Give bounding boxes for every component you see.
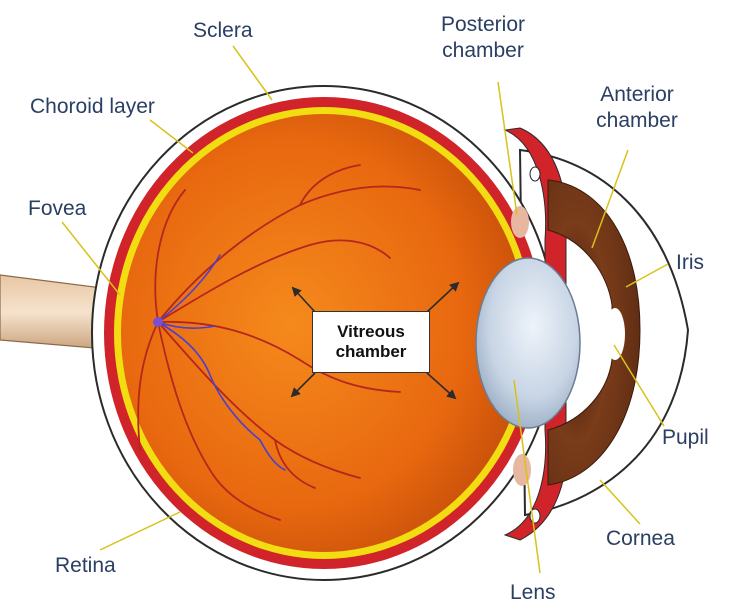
label-pupil: Pupil [662, 425, 709, 451]
cornea-leader [600, 480, 640, 524]
label-cornea: Cornea [606, 526, 675, 552]
label-lens: Lens [510, 580, 556, 606]
label-anterior-chamber-line2: chamber [574, 108, 700, 134]
label-anterior-chamber-line1: Anterior [574, 82, 700, 108]
lens-body [476, 258, 580, 428]
label-retina: Retina [55, 553, 116, 579]
label-posterior-chamber: Posterior chamber [420, 12, 546, 64]
ciliary-body-top [511, 206, 529, 238]
label-fovea: Fovea [28, 196, 86, 222]
optic-disc [153, 317, 163, 327]
label-sclera: Sclera [193, 18, 253, 44]
label-anterior-chamber: Anterior chamber [574, 82, 700, 134]
label-posterior-chamber-line1: Posterior [420, 12, 546, 38]
label-vitreous-chamber-line2: chamber [336, 342, 407, 362]
sclera-leader [233, 46, 272, 100]
retina-leader [100, 512, 180, 550]
label-posterior-chamber-line2: chamber [420, 38, 546, 64]
label-choroid-layer: Choroid layer [30, 94, 155, 120]
pupil-opening [605, 308, 625, 360]
label-vitreous-chamber: Vitreous chamber [312, 311, 430, 373]
label-vitreous-chamber-line1: Vitreous [337, 322, 405, 342]
canal-top [530, 167, 540, 181]
label-iris: Iris [676, 250, 704, 276]
